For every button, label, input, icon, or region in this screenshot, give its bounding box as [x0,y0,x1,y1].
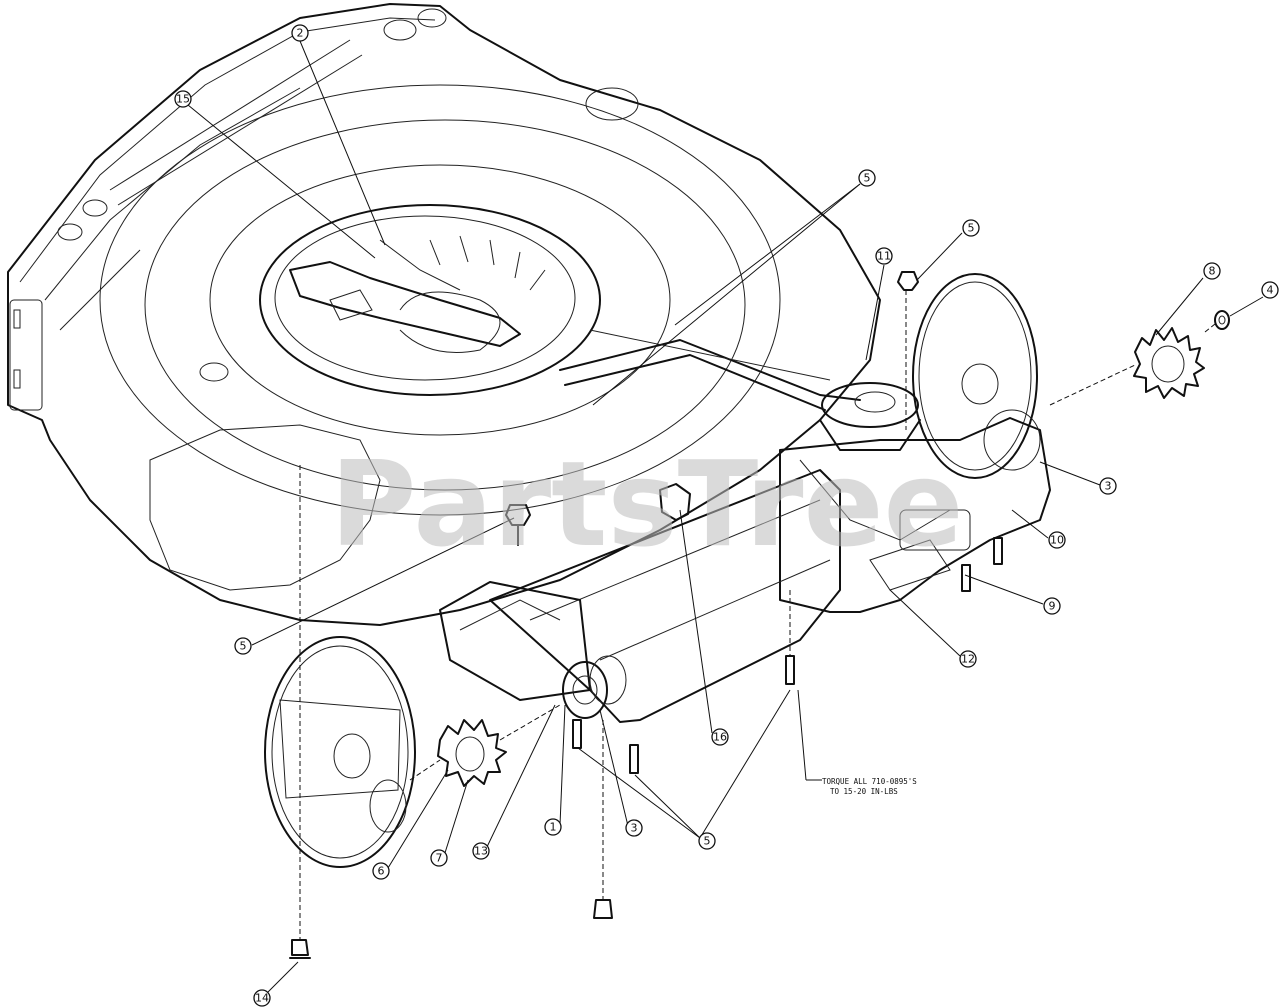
callout-13-label: 13 [474,845,488,858]
blade-assembly [289,235,546,353]
callout-4-label: 4 [1267,284,1274,297]
axle-frame [439,469,841,723]
callout-10: 10 [1048,531,1066,549]
callout-5-bolt-label: 5 [968,222,975,235]
callout-3-left: 3 [625,819,643,837]
callout-7: 7 [430,849,448,867]
torque-note-line1: TORQUE ALL 710-0895'S [822,777,917,786]
watermark-text: PartsTree [330,435,964,573]
callout-5-left-label: 5 [240,640,247,653]
callout-3-right: 3 [1099,477,1117,495]
callout-15: 15 [174,90,192,108]
bolt-top-left [505,504,531,546]
callout-9: 9 [1043,597,1061,615]
callout-14-label: 14 [255,992,269,1005]
callout-1-label: 1 [550,821,557,834]
callout-15-label: 15 [176,93,190,106]
torque-note: TORQUE ALL 710-0895'S TO 15-20 IN-LBS [822,777,917,796]
drive-cable [559,329,861,411]
callout-8-label: 8 [1209,265,1216,278]
callout-5-bottom-label: 5 [704,835,711,848]
leader-lines [187,40,1264,993]
callout-10-label: 10 [1050,534,1064,547]
callout-16: 16 [711,728,729,746]
torque-note-line2: TO 15-20 IN-LBS [830,787,898,796]
callout-11-label: 11 [877,250,891,263]
callout-3-right-label: 3 [1105,480,1112,493]
callout-5-bolt: 5 [962,219,980,237]
callout-14: 14 [253,989,271,1007]
callout-8: 8 [1203,262,1221,280]
callout-5-left: 5 [234,637,252,655]
right-bolt [1214,310,1230,330]
bolt-bottom [593,899,613,919]
callout-16-label: 16 [713,731,727,744]
pulley-assembly [819,382,921,451]
callout-1: 1 [544,818,562,836]
left-gear [437,719,507,787]
transmission [779,409,1051,613]
right-wheel [912,273,1038,479]
bolts-under-frame [572,537,1003,774]
callout-5-deck: 5 [858,169,876,187]
callout-12: 12 [959,650,977,668]
bolt-5-top [897,271,919,291]
callout-6-label: 6 [378,865,385,878]
callout-6: 6 [372,862,390,880]
callout-3-left-label: 3 [631,822,638,835]
right-gear [1133,327,1205,399]
callout-12-label: 12 [961,653,975,666]
left-wheel [264,636,416,868]
bolt-14 [289,939,311,959]
callout-9-label: 9 [1049,600,1056,613]
callout-5-bottom: 5 [698,832,716,850]
callout-7-label: 7 [436,852,443,865]
clip-16 [659,483,691,521]
callout-5-deck-label: 5 [864,172,871,185]
assembly-lines [299,290,1216,940]
left-hub [562,655,627,719]
callout-2-label: 2 [297,27,304,40]
callout-4: 4 [1261,281,1279,299]
callout-2: 2 [291,24,309,42]
callout-11: 11 [875,247,893,265]
callout-13: 13 [472,842,490,860]
